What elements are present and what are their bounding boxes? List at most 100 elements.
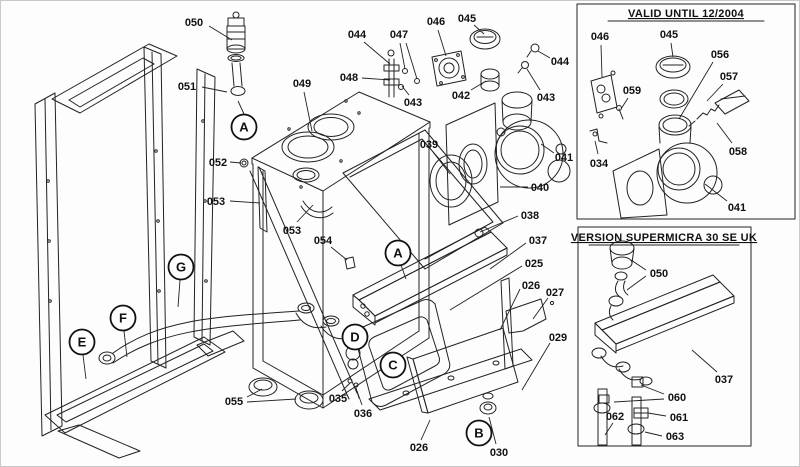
part-label-main-030: 030 xyxy=(490,447,508,459)
leader-line xyxy=(604,422,614,436)
cabinet-body xyxy=(239,91,431,409)
burner-door xyxy=(355,299,451,407)
callout-circle-A xyxy=(230,113,258,141)
part-label-main-052: 052 xyxy=(209,157,227,169)
leader-line xyxy=(488,416,497,445)
part-label-inset1-045: 045 xyxy=(660,29,678,41)
leader-line xyxy=(246,388,263,398)
leader-line xyxy=(229,161,242,164)
callout-circle-C xyxy=(379,351,407,379)
part-label-inset1-046: 046 xyxy=(591,31,609,43)
leader-line xyxy=(521,342,551,391)
leader-line xyxy=(401,85,410,96)
leader-line xyxy=(630,259,647,271)
leader-line xyxy=(237,100,245,115)
callout-letter-E: E xyxy=(78,335,87,350)
side-panel-bracket xyxy=(500,277,555,370)
callout-circle-D xyxy=(341,323,369,351)
part-label-main-026: 026 xyxy=(522,280,540,292)
leader-line xyxy=(594,140,599,155)
part-label-main-044: 044 xyxy=(348,29,367,41)
leader-line xyxy=(208,25,233,41)
part-label-main-041: 041 xyxy=(555,152,573,164)
leader-line xyxy=(82,354,87,380)
part-label-main-027: 027 xyxy=(546,287,564,299)
leader-line xyxy=(706,83,724,102)
fan-mounting-plate xyxy=(445,102,499,226)
leader-line xyxy=(123,330,128,358)
part-label-inset1-041: 041 xyxy=(728,202,746,214)
part-label-main-037: 037 xyxy=(529,235,547,247)
leader-line xyxy=(420,419,431,441)
callout-letter-C: C xyxy=(388,358,398,373)
callout-letter-G: G xyxy=(176,260,186,275)
leader-line xyxy=(246,398,297,403)
part-label-inset1-057: 057 xyxy=(720,71,738,83)
gauge-and-cap xyxy=(431,28,540,92)
part-label-inset2-060: 060 xyxy=(668,392,686,404)
base-rail xyxy=(368,348,533,411)
leader-line xyxy=(177,279,181,308)
callout-letter-A: A xyxy=(239,120,249,135)
part-label-main-043: 043 xyxy=(537,92,555,104)
leader-line xyxy=(405,42,418,80)
part-label-inset1-058: 058 xyxy=(729,146,747,158)
part-label-inset2-050: 050 xyxy=(650,268,668,280)
part-label-main-054: 054 xyxy=(314,235,333,247)
part-label-main-035: 035 xyxy=(329,393,347,405)
condensate-pipe xyxy=(98,310,301,365)
leader-line xyxy=(691,349,718,373)
leader-line xyxy=(670,42,674,58)
sealing-ring xyxy=(239,158,249,168)
part-label-inset1-034: 034 xyxy=(590,158,609,170)
part-label-main-040: 040 xyxy=(531,182,549,194)
part-label-inset1-056: 056 xyxy=(711,49,729,61)
leader-line xyxy=(489,242,527,270)
side-strip xyxy=(257,166,268,233)
part-label-main-042: 042 xyxy=(452,90,470,102)
wall-mount-frame xyxy=(34,43,245,459)
leader-lines-layer xyxy=(201,24,733,445)
top-slotted-bar xyxy=(51,43,178,114)
heat-exchanger xyxy=(352,226,508,326)
leader-line xyxy=(330,246,348,261)
leader-line xyxy=(400,264,407,280)
leader-line xyxy=(540,143,555,154)
callout-circle-B xyxy=(465,419,493,447)
inset-valid-until-box xyxy=(576,3,796,220)
leader-line xyxy=(229,200,261,204)
part-label-main-053: 053 xyxy=(283,225,301,237)
fan-scroll xyxy=(494,119,564,189)
auto-air-vent-valve xyxy=(226,11,246,96)
leader-line xyxy=(620,97,629,110)
leader-line xyxy=(363,41,391,65)
callout-circle-G xyxy=(167,253,195,281)
bottom-tray xyxy=(44,336,226,434)
side-bracket xyxy=(196,330,245,357)
part-label-main-038: 038 xyxy=(521,210,539,222)
callout-letter-D: D xyxy=(350,330,359,345)
part-label-inset2-062: 062 xyxy=(606,411,624,423)
part-label-main-026: 026 xyxy=(410,442,428,454)
part-label-main-055: 055 xyxy=(225,396,243,408)
inset-supermicra-art xyxy=(591,240,735,446)
leader-line xyxy=(303,91,313,132)
leader-line xyxy=(356,390,363,406)
leader-line xyxy=(470,80,487,91)
leader-line xyxy=(613,398,665,403)
leader-line xyxy=(704,183,728,202)
gasket-ring xyxy=(429,154,473,208)
part-label-main-036: 036 xyxy=(354,408,372,420)
inset-title-supermicra: VERSION SUPERMICRA 30 SE UK xyxy=(571,232,757,244)
leader-line xyxy=(526,68,541,91)
leader-line xyxy=(716,122,733,144)
part-label-main-045: 045 xyxy=(458,13,476,25)
leader-line xyxy=(499,288,521,331)
leader-line xyxy=(296,204,314,223)
part-label-inset2-063: 063 xyxy=(666,431,684,443)
part-label-main-051: 051 xyxy=(178,81,196,93)
part-label-inset1-059: 059 xyxy=(623,85,641,97)
